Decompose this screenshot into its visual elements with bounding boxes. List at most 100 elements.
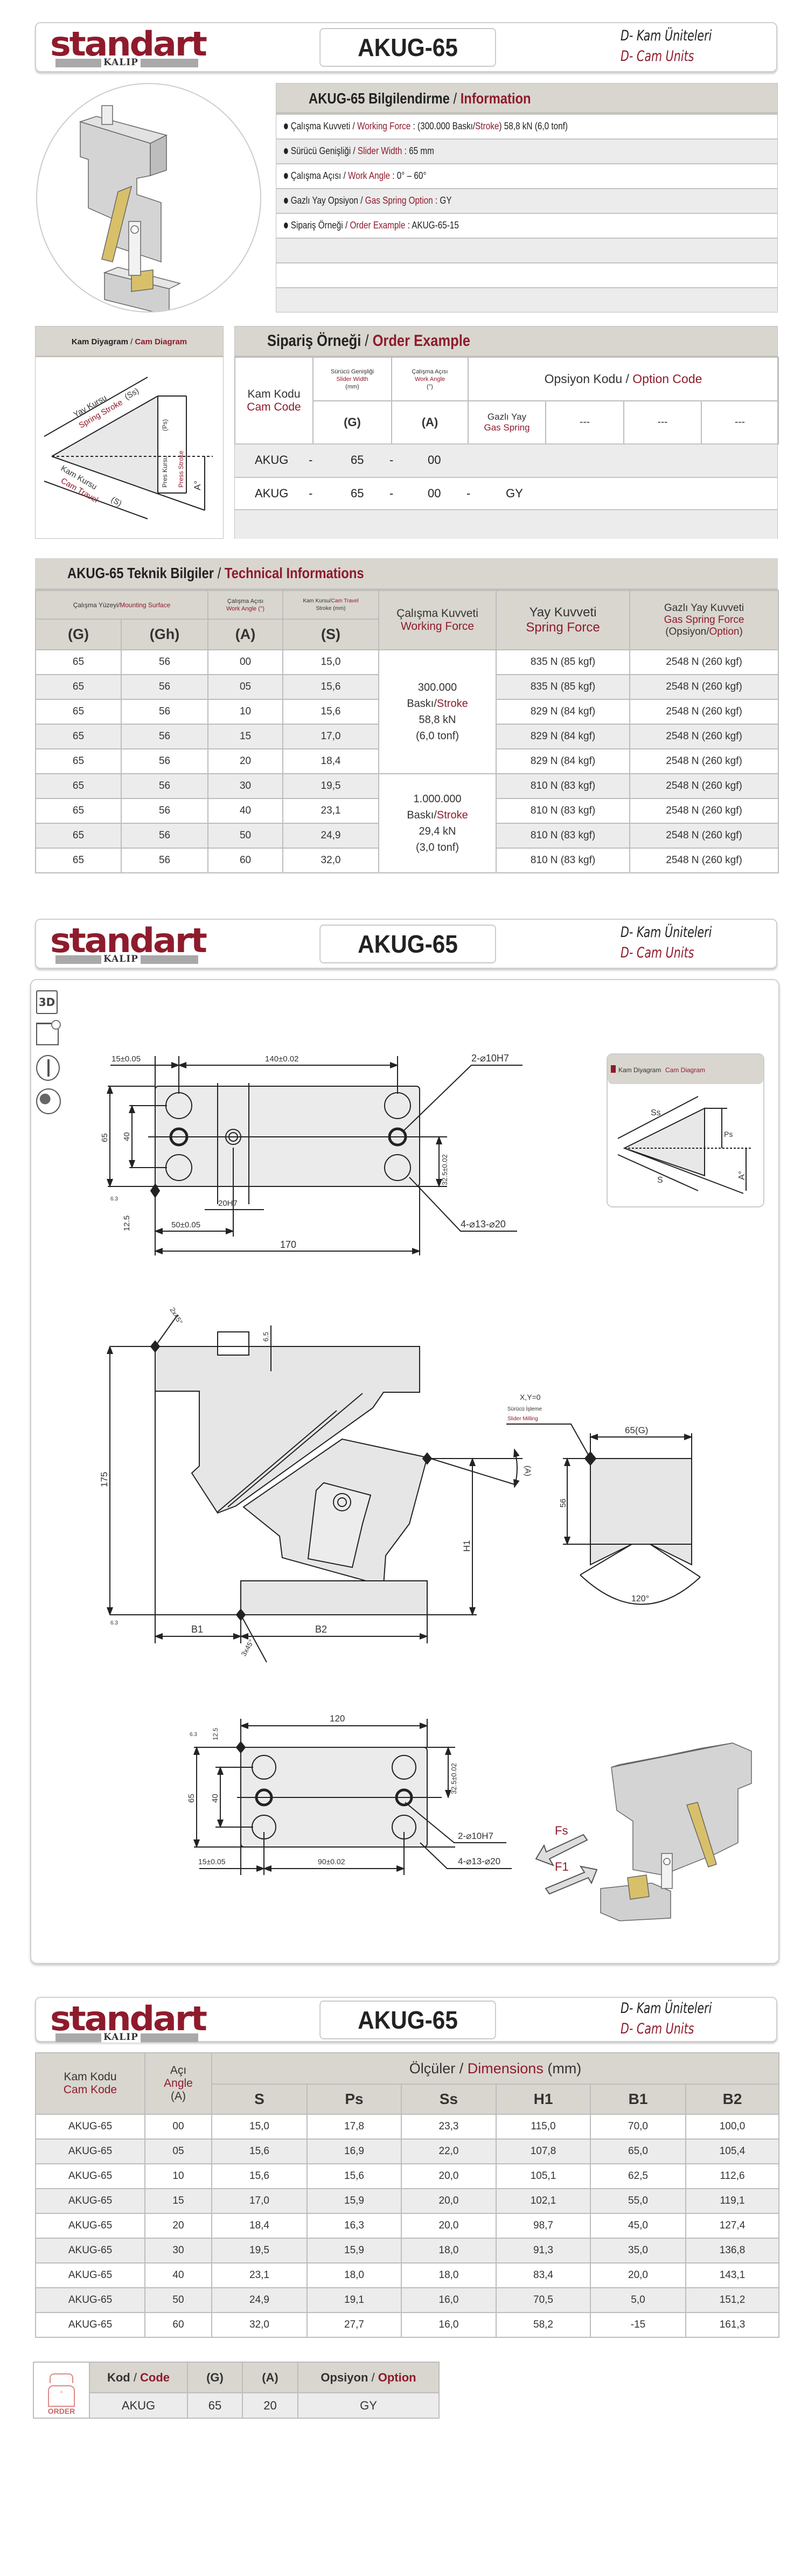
order-a-value: 20	[242, 2392, 298, 2419]
separator: /	[341, 170, 349, 181]
bullet-icon	[284, 198, 288, 204]
table-cell: 65	[35, 773, 122, 799]
angle-label: A°	[192, 481, 203, 490]
force-1-label: F1	[555, 1860, 569, 1873]
3d-model-icon[interactable]: 3D	[36, 990, 58, 1014]
order-code-part: -	[389, 487, 394, 500]
gas-spring-force-cell: 2548 N (260 kgf)	[629, 699, 779, 725]
category-tr: D- Kam Üniteleri	[621, 2000, 712, 2017]
table-cell: 20	[207, 748, 284, 774]
table-cell: 65	[35, 823, 122, 849]
order-example-empty-row	[234, 509, 778, 539]
info-label-en: Working Force	[357, 121, 411, 131]
logo-text: standart	[50, 1999, 207, 2038]
table-cell: 60	[207, 848, 284, 873]
table-cell: 56	[120, 649, 209, 675]
info-panel: AKUG-65 Bilgilendirme / Information Çalı…	[276, 83, 778, 313]
table-cell: 17,8	[307, 2114, 402, 2140]
logo-subtext: KALIP	[101, 57, 141, 68]
table-cell: AKUG-65	[35, 2213, 145, 2239]
order-code-part: AKUG	[255, 453, 289, 467]
order-code-part: 00	[428, 487, 441, 500]
spring-force-cell: 829 N (84 kgf)	[496, 748, 631, 774]
gas-spring-force-cell: 2548 N (260 kgf)	[629, 823, 779, 849]
table-cell: 18,0	[401, 2238, 497, 2263]
dim-56: 56	[559, 1498, 568, 1508]
press-stroke-en: Press Stroke	[177, 450, 185, 488]
separator: /	[358, 195, 365, 206]
gas-spring-force-cell: 2548 N (260 kgf)	[629, 724, 779, 749]
drawing-panel	[30, 979, 779, 1964]
spring-force-cell: 810 N (83 kgf)	[496, 848, 631, 873]
top-view-labels: 15±0.05 140±0.02 2-⌀10H7 65 40 32.5±0.02…	[100, 1053, 509, 1250]
spring-force-cell: 835 N (85 kgf)	[496, 674, 631, 700]
gas-spring-force-cell: 2548 N (260 kgf)	[629, 773, 779, 799]
logo-subtext: KALIP	[101, 2032, 141, 2043]
table-cell: 127,4	[685, 2213, 780, 2239]
table-cell: 15,9	[307, 2238, 402, 2263]
separator: /	[351, 145, 358, 156]
product-image	[36, 83, 261, 313]
mounting-holes-label: 4-⌀13-⌀20	[461, 1219, 506, 1230]
cad-drawing-icon[interactable]	[36, 1020, 61, 1045]
pin-hole-label: 2-⌀10H7	[458, 1831, 493, 1841]
table-cell: 40	[144, 2262, 212, 2288]
drawing-icons: 3D	[36, 990, 66, 1114]
table-cell: 18,4	[211, 2213, 308, 2239]
dimension-column-header: B2	[685, 2084, 780, 2115]
table-cell: 00	[144, 2114, 212, 2140]
angle-a-label: (A)	[523, 1466, 532, 1476]
dim-15: 15±0.05	[112, 1054, 141, 1064]
mini-s-label: S	[657, 1176, 663, 1185]
info-item: Çalışma Kuvveti / Working Force : (300.0…	[276, 114, 777, 138]
order-code-part: 65	[351, 487, 364, 500]
globe-icon[interactable]	[36, 1088, 61, 1114]
order-example-title: Sipariş Örneği / Order Example	[235, 327, 777, 357]
order-code-part: 00	[428, 453, 441, 467]
table-cell: 15,0	[211, 2114, 308, 2140]
order-code-part: -	[309, 487, 313, 500]
table-cell: 17,0	[282, 724, 380, 749]
table-cell: 23,3	[401, 2114, 497, 2140]
mounting-holes-label: 4-⌀13-⌀20	[458, 1856, 500, 1866]
side-view	[107, 1314, 701, 1663]
info-value: ) 58,8 kN (6,0 tonf)	[499, 121, 568, 131]
table-cell: 32,0	[282, 848, 380, 873]
order-code-part: -	[466, 487, 471, 500]
table-cell: 05	[207, 674, 284, 700]
gas-spring-force-cell: 2548 N (260 kgf)	[629, 848, 779, 873]
table-cell: 19,1	[307, 2287, 402, 2313]
tool-icon[interactable]	[36, 1055, 60, 1081]
info-value: : (300.000 Baskı/	[410, 121, 476, 131]
mini-ss-label: Ss	[651, 1108, 661, 1117]
gas-spring-force-cell: 2548 N (260 kgf)	[629, 748, 779, 774]
mini-angle-label: A°	[737, 1171, 747, 1180]
dimension-column-header: Ps	[307, 2084, 402, 2115]
table-cell: AKUG-65	[35, 2163, 145, 2189]
info-value: : AKUG-65-15	[405, 220, 459, 231]
cam-unit-illustration	[79, 105, 182, 311]
table-cell: 30	[144, 2238, 212, 2263]
info-label-en: Slider Width	[357, 145, 402, 156]
cam-travel-sym: (S)	[109, 495, 123, 509]
table-cell: AKUG-65	[35, 2114, 145, 2140]
table-cell: 23,1	[211, 2262, 308, 2288]
info-label-en: Order Example	[350, 220, 406, 231]
dimension-column-header: B1	[590, 2084, 686, 2115]
spring-force-cell: 835 N (85 kgf)	[496, 649, 631, 675]
dim-40: 40	[211, 1794, 220, 1803]
table-cell: 18,0	[401, 2262, 497, 2288]
table-cell: 00	[207, 649, 284, 675]
table-cell: 16,0	[401, 2312, 497, 2338]
table-cell: 56	[120, 699, 209, 725]
gas-spring-force-cell: 2548 N (260 kgf)	[629, 674, 779, 700]
table-cell: 27,7	[307, 2312, 402, 2338]
table-cell: 91,3	[496, 2238, 591, 2263]
